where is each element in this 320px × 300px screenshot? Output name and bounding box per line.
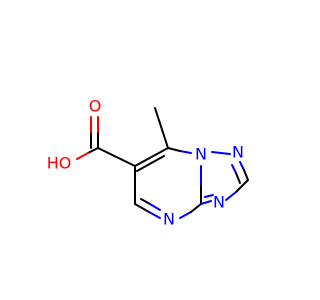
bond-carboxyl-oh	[87, 147, 99, 154]
bond-c5-n4-double	[140, 198, 151, 205]
bond-group	[76, 107, 249, 219]
bond-c5-n4-double-n	[149, 203, 161, 211]
bond-n1-c2-double-n	[231, 164, 237, 174]
bond-n1-c2-double	[235, 172, 241, 184]
bond-c7-c6-double	[136, 155, 165, 172]
bond-n1-c2	[243, 169, 249, 181]
bond-c5-n4	[134, 203, 150, 213]
bond-c6-carboxyl	[97, 147, 136, 167]
bond-n8-n1	[211, 151, 231, 155]
bond-n1-c2-n	[239, 161, 245, 171]
atom-n-triazole-top: N	[232, 143, 244, 162]
atom-n-triazole-right: N	[213, 193, 225, 212]
bond-n3-c3a-double-n	[204, 194, 214, 198]
bond-n3-c3a-n	[200, 200, 212, 205]
bond-n8-c7-n	[179, 150, 192, 154]
atom-o-carbonyl: O	[89, 97, 102, 116]
atom-n-bridge: N	[195, 145, 207, 164]
bond-c2-n3-n	[225, 191, 237, 201]
atom-o-hydroxyl: HO	[47, 154, 72, 173]
bond-c2-n3	[235, 179, 249, 193]
bond-carboxyl-oh-o	[76, 152, 89, 160]
bond-methyl	[154, 107, 169, 149]
bond-c7-c6	[134, 147, 169, 167]
atom-labels: O HO N N N N	[47, 97, 244, 229]
bond-c5-n4-n	[148, 211, 161, 219]
bond-n4-c3a	[190, 203, 202, 213]
bond-n8-c7	[167, 147, 181, 152]
molecule-structure: O HO N N N N	[47, 97, 249, 229]
atom-n-pyrimidine-bottom: N	[163, 210, 175, 229]
bond-n4-c3a-n	[179, 211, 192, 219]
